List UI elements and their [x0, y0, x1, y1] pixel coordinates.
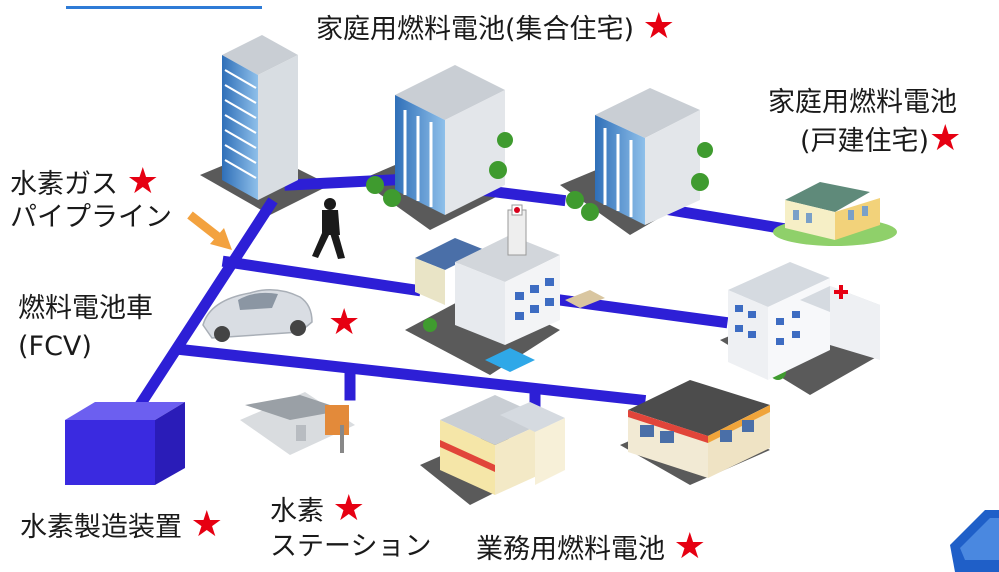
detached-house: [773, 182, 897, 246]
star-icon: ★: [673, 526, 706, 567]
label-apartment-fuel-cell: 家庭用燃料電池(集合住宅) ★: [316, 9, 675, 47]
star-icon: ★: [126, 161, 159, 202]
star-icon: ★: [328, 302, 361, 343]
label-hydrogen-station-line1: 水素 ★: [270, 491, 365, 529]
label-hydrogen-generator-text: 水素製造装置: [20, 512, 182, 543]
label-hydrogen-pipeline-line1: 水素ガス ★: [10, 164, 159, 202]
label-apartment-fuel-cell-text: 家庭用燃料電池(集合住宅): [316, 14, 635, 45]
office-tower: [222, 35, 298, 200]
label-house-fuel-cell-line2-text: (戸建住宅): [800, 126, 930, 157]
label-hydrogen-generator: 水素製造装置 ★: [20, 507, 223, 545]
label-house-fuel-cell-line1: 家庭用燃料電池: [768, 87, 957, 118]
label-hydrogen-station-line1-text: 水素: [270, 496, 324, 527]
hydrogen-station: [240, 392, 355, 455]
business-building: [440, 395, 565, 495]
star-icon: ★: [332, 488, 365, 529]
label-hydrogen-station-line2: ステーション: [270, 531, 432, 562]
label-fcv-line2: (FCV): [18, 331, 92, 362]
walking-person: [312, 198, 345, 259]
hospital-building: [728, 262, 880, 380]
star-icon: ★: [929, 118, 962, 159]
pipeline-arrow: [187, 211, 232, 250]
apartment-building-2: [595, 88, 700, 225]
label-hydrogen-pipeline-line1-text: 水素ガス: [10, 169, 118, 200]
store-building: [628, 380, 770, 478]
star-icon: ★: [190, 504, 223, 545]
star-icon: ★: [642, 6, 675, 47]
label-hydrogen-pipeline-line2: パイプライン: [10, 202, 172, 233]
label-house-fuel-cell-line2: (戸建住宅)★: [800, 121, 961, 159]
apartment-building-1: [395, 65, 505, 215]
fcv-car: [202, 289, 313, 342]
school-building: [415, 204, 605, 372]
top-accent-line: [66, 6, 262, 9]
partial-blue-object: [950, 510, 999, 572]
label-business-fuel-cell: 業務用燃料電池 ★: [476, 529, 706, 567]
label-fcv-line1: 燃料電池車: [18, 293, 153, 324]
hydrogen-generator-box: [65, 402, 185, 485]
trees: [366, 132, 786, 380]
label-business-fuel-cell-text: 業務用燃料電池: [476, 534, 665, 565]
